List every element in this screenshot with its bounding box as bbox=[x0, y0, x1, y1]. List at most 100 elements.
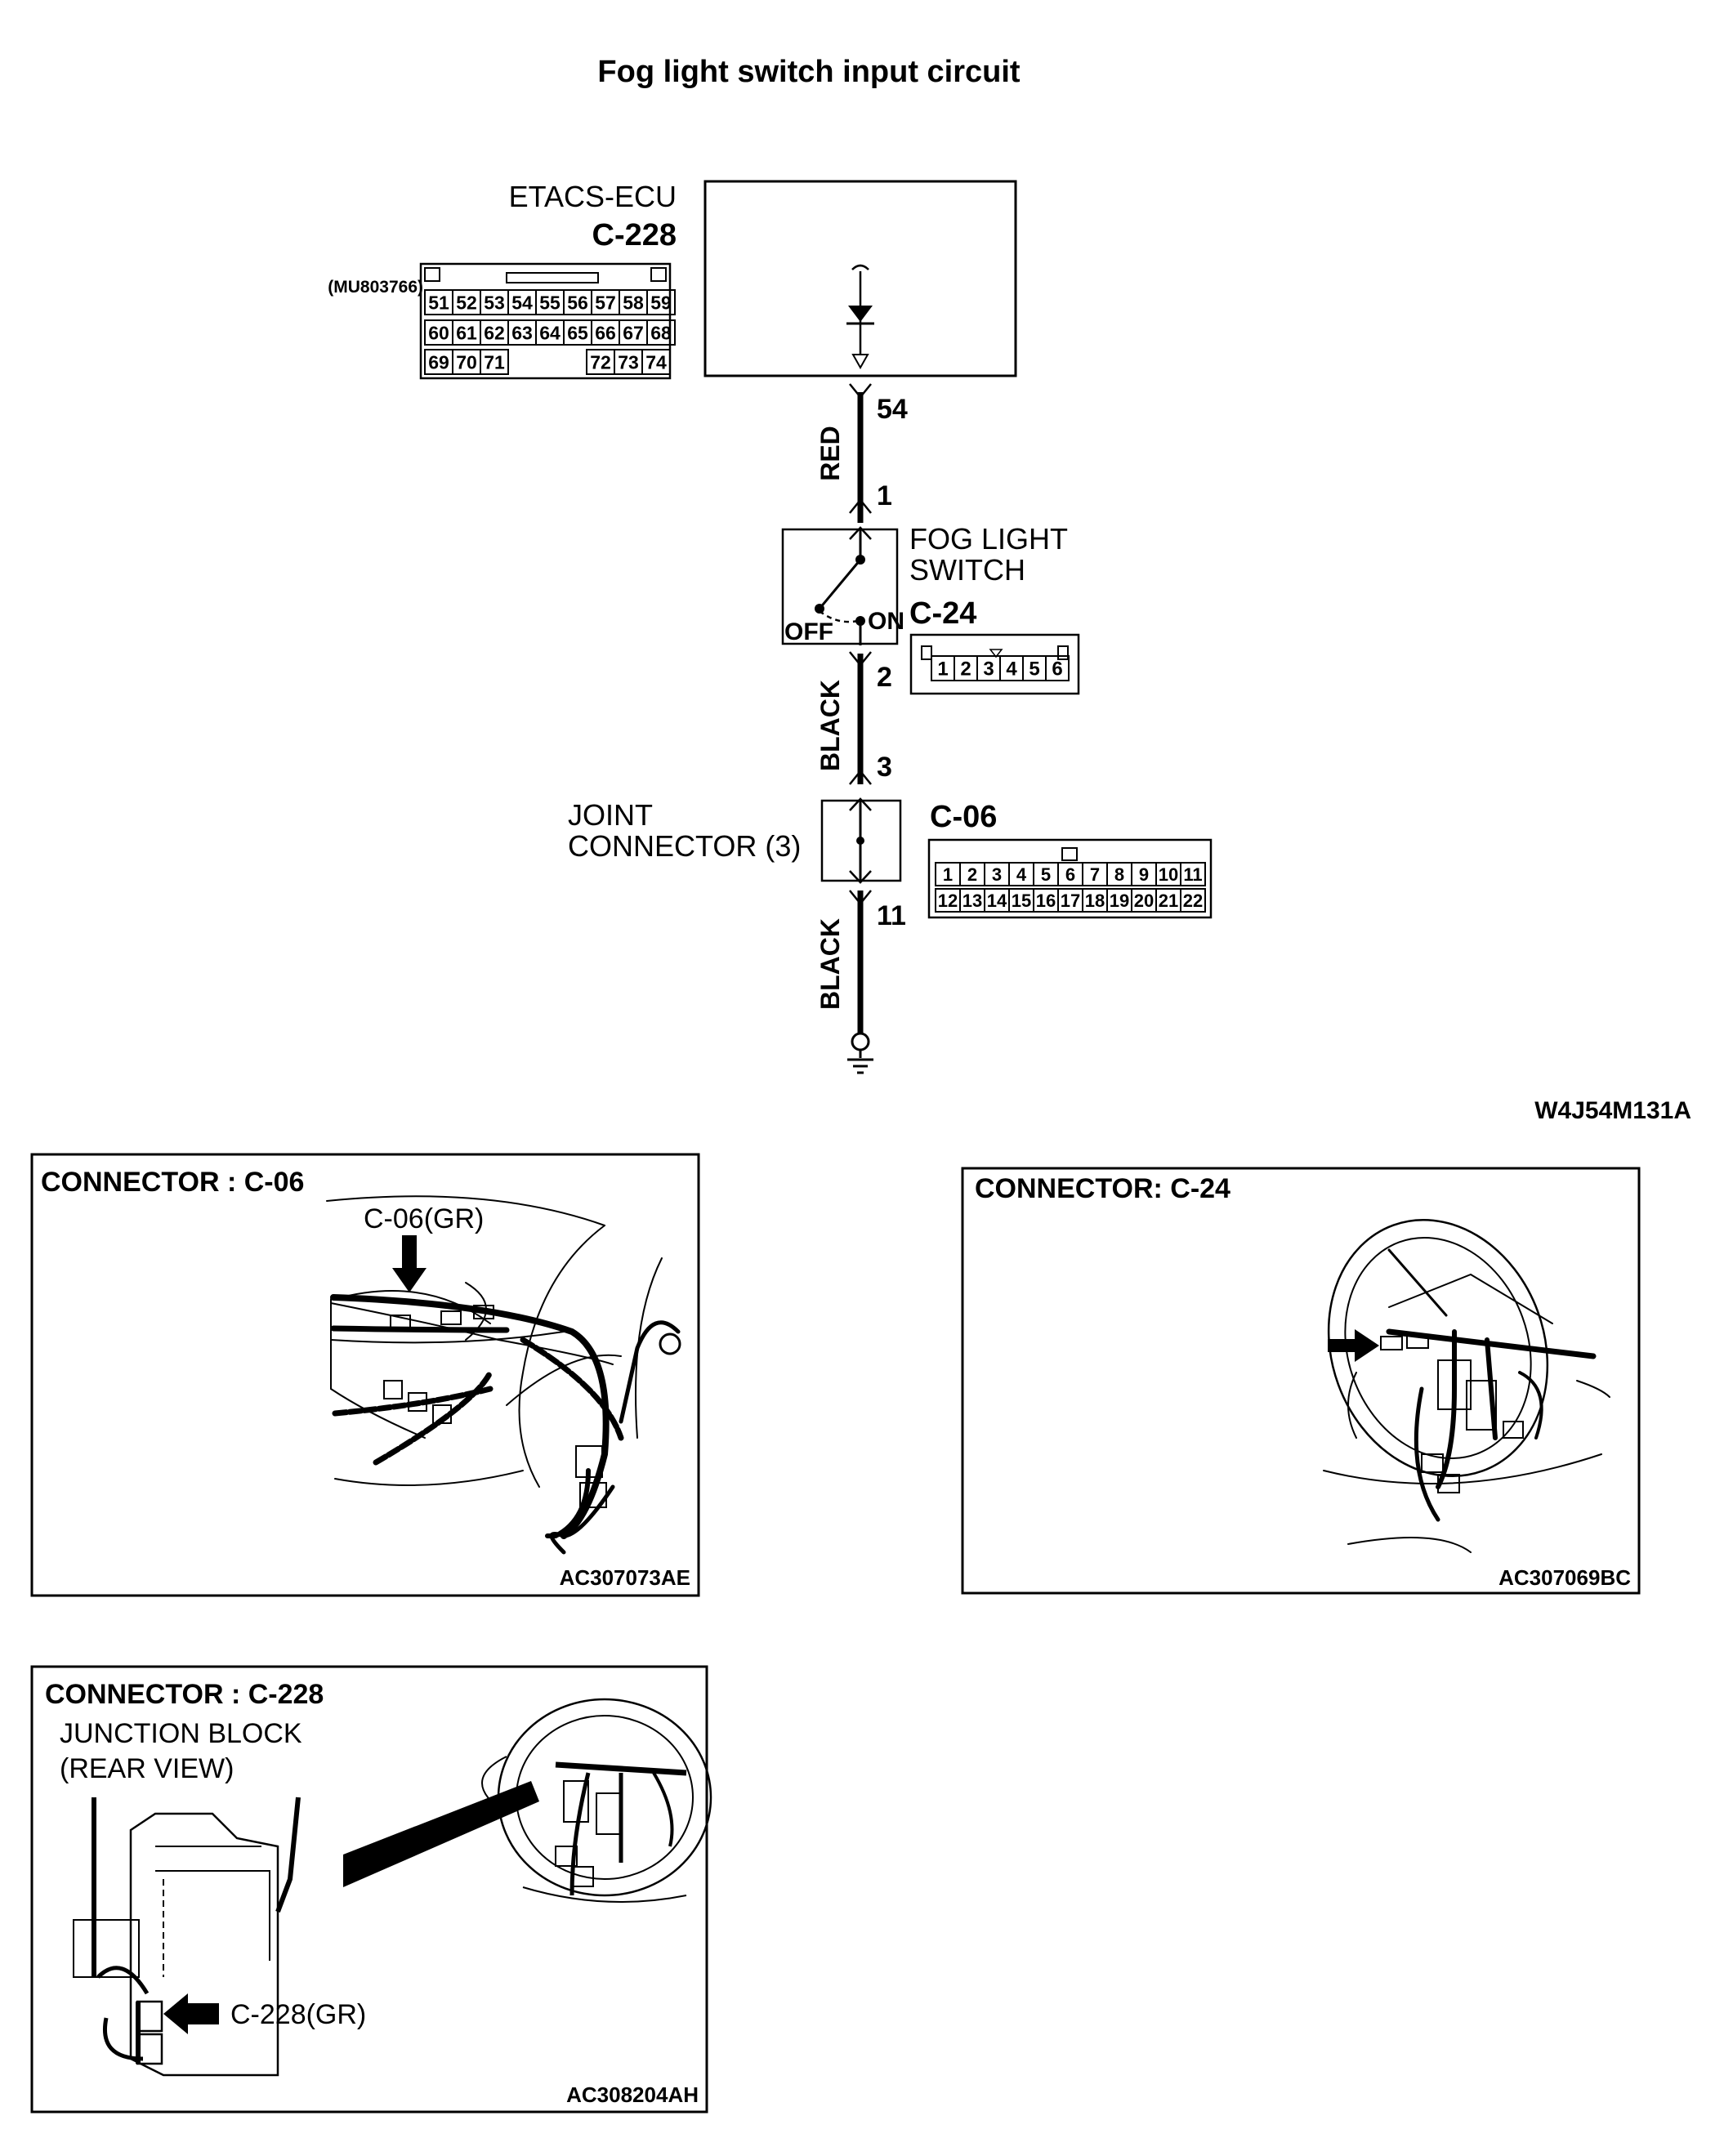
fog-light-switch: OFF ON bbox=[781, 526, 904, 645]
ecu-pin: 58 bbox=[623, 292, 644, 313]
joint-pin: 6 bbox=[1065, 864, 1075, 885]
diagram-code: W4J54M131A bbox=[1534, 1097, 1691, 1124]
ecu-pin-cell bbox=[641, 349, 671, 375]
fog-switch-connector-label: C-24 bbox=[909, 596, 976, 631]
joint-pin: 18 bbox=[1085, 891, 1105, 911]
c228-pointer-wedge bbox=[343, 1781, 539, 1887]
joint-pin: 22 bbox=[1183, 891, 1203, 911]
ecu-pin: 69 bbox=[428, 351, 449, 373]
joint-pin: 2 bbox=[967, 864, 977, 885]
terminal-mark-joint-out bbox=[849, 890, 872, 905]
joint-name-2: CONNECTOR (3) bbox=[568, 829, 801, 863]
terminal-ecu-pin: 54 bbox=[877, 394, 908, 425]
ground-icon bbox=[847, 1032, 873, 1074]
ecu-pin: 73 bbox=[618, 351, 639, 373]
ecu-pin-cell bbox=[646, 319, 676, 346]
wire-black-2-label: BLACK bbox=[815, 918, 845, 1010]
fog-switch-pin: 2 bbox=[960, 658, 971, 680]
ecu-pin: 71 bbox=[484, 351, 505, 373]
joint-pin: 7 bbox=[1090, 864, 1100, 885]
ecu-pin: 74 bbox=[645, 351, 667, 373]
joint-pin: 10 bbox=[1159, 864, 1178, 885]
fog-switch-name-1: FOG LIGHT bbox=[909, 522, 1068, 556]
joint-pin: 8 bbox=[1114, 864, 1124, 885]
joint-pin: 14 bbox=[987, 891, 1007, 911]
ecu-pin: 68 bbox=[650, 322, 672, 343]
joint-connector bbox=[820, 797, 902, 884]
joint-connector-label: C-06 bbox=[930, 800, 997, 834]
terminal-mark-switch-in bbox=[849, 498, 872, 514]
ecu-pin: 52 bbox=[456, 292, 477, 313]
ecu-pin: 51 bbox=[428, 292, 449, 313]
panel-c228-title: CONNECTOR : C-228 bbox=[45, 1679, 324, 1710]
wire-black-1-label: BLACK bbox=[815, 680, 845, 771]
ecu-pin: 63 bbox=[511, 322, 533, 343]
ecu-pin: 59 bbox=[650, 292, 672, 313]
joint-pin: 16 bbox=[1036, 891, 1056, 911]
c06-arrow-icon bbox=[392, 1235, 427, 1292]
fog-switch-name-2: SWITCH bbox=[909, 553, 1025, 587]
panel-c24-title: CONNECTOR: C-24 bbox=[975, 1173, 1230, 1204]
ecu-pin: 60 bbox=[428, 322, 449, 343]
joint-pin: 20 bbox=[1134, 891, 1154, 911]
joint-pin-cell bbox=[1180, 888, 1206, 913]
ecu-pin-cell bbox=[480, 349, 509, 375]
junction-block-illustration bbox=[73, 1797, 301, 2077]
panel-c228: CONNECTOR : C-228 JUNCTION BLOCK (REAR V… bbox=[30, 1665, 712, 2114]
panel-c24: CONNECTOR: C-24 AC307069BC bbox=[961, 1167, 1641, 1595]
joint-pin: 4 bbox=[1016, 864, 1027, 885]
ecu-pin: 53 bbox=[484, 292, 505, 313]
ecu-pin: 67 bbox=[623, 322, 644, 343]
fog-switch-pin: 6 bbox=[1052, 658, 1062, 680]
page-title: Fog light switch input circuit bbox=[597, 55, 1021, 89]
joint-pin: 3 bbox=[992, 864, 1002, 885]
joint-pin: 11 bbox=[1183, 864, 1202, 885]
joint-pin: 21 bbox=[1159, 891, 1178, 911]
terminal-mark-switch-out bbox=[849, 651, 872, 667]
fog-switch-pin: 4 bbox=[1006, 658, 1017, 680]
terminal-switch-out: 2 bbox=[877, 662, 892, 693]
ecu-connector-label: C-228 bbox=[592, 218, 677, 252]
fog-switch-pin-cell bbox=[1045, 655, 1070, 681]
c228-arrow-icon bbox=[163, 1993, 219, 2034]
c06-location-illustration bbox=[326, 1195, 681, 1555]
diode-icon bbox=[848, 306, 873, 322]
ecu-pin: 64 bbox=[539, 322, 561, 343]
ecu-pin: 56 bbox=[567, 292, 588, 313]
joint-pin-cell bbox=[1180, 862, 1206, 886]
joint-pin: 9 bbox=[1139, 864, 1149, 885]
terminal-joint-in: 3 bbox=[877, 752, 892, 783]
terminal-arrow-icon bbox=[851, 354, 869, 370]
ecu-pin: 55 bbox=[539, 292, 561, 313]
etacs-ecu-block: ETACS-ECU C-228 (MU803766) bbox=[328, 180, 1017, 377]
panel-c06-code: AC307073AE bbox=[560, 1565, 690, 1590]
ecu-pin: 61 bbox=[456, 322, 477, 343]
terminal-mark-joint-in bbox=[849, 770, 872, 785]
switch-on-label: ON bbox=[868, 608, 904, 635]
joint-pin: 15 bbox=[1012, 891, 1031, 911]
switch-lever-icon bbox=[818, 559, 862, 609]
ecu-pin-cell bbox=[646, 289, 676, 315]
ecu-box bbox=[703, 180, 1017, 377]
fog-switch-pin: 5 bbox=[1029, 658, 1039, 680]
c24-arrow-icon bbox=[1328, 1329, 1379, 1362]
panel-c06: CONNECTOR : C-06 C-06(GR) bbox=[30, 1153, 700, 1597]
ecu-name: ETACS-ECU bbox=[509, 180, 677, 213]
terminal-mark-ecu bbox=[849, 383, 872, 399]
panel-c06-title: CONNECTOR : C-06 bbox=[41, 1167, 304, 1198]
panel-c228-sub1: JUNCTION BLOCK bbox=[60, 1718, 302, 1749]
c24-location-illustration bbox=[1323, 1218, 1610, 1553]
ecu-pin: 65 bbox=[567, 322, 588, 343]
wire-red-label: RED bbox=[815, 426, 845, 481]
ecu-pin: 57 bbox=[595, 292, 616, 313]
panel-c06-callout: C-06(GR) bbox=[364, 1203, 484, 1234]
joint-pin: 17 bbox=[1061, 891, 1080, 911]
panel-c24-code: AC307069BC bbox=[1498, 1565, 1631, 1590]
ecu-part-number: (MU803766) bbox=[328, 278, 423, 297]
panel-c228-sub2: (REAR VIEW) bbox=[60, 1753, 234, 1784]
fog-switch-pin: 1 bbox=[937, 658, 948, 680]
switch-off-label: OFF bbox=[784, 618, 833, 645]
